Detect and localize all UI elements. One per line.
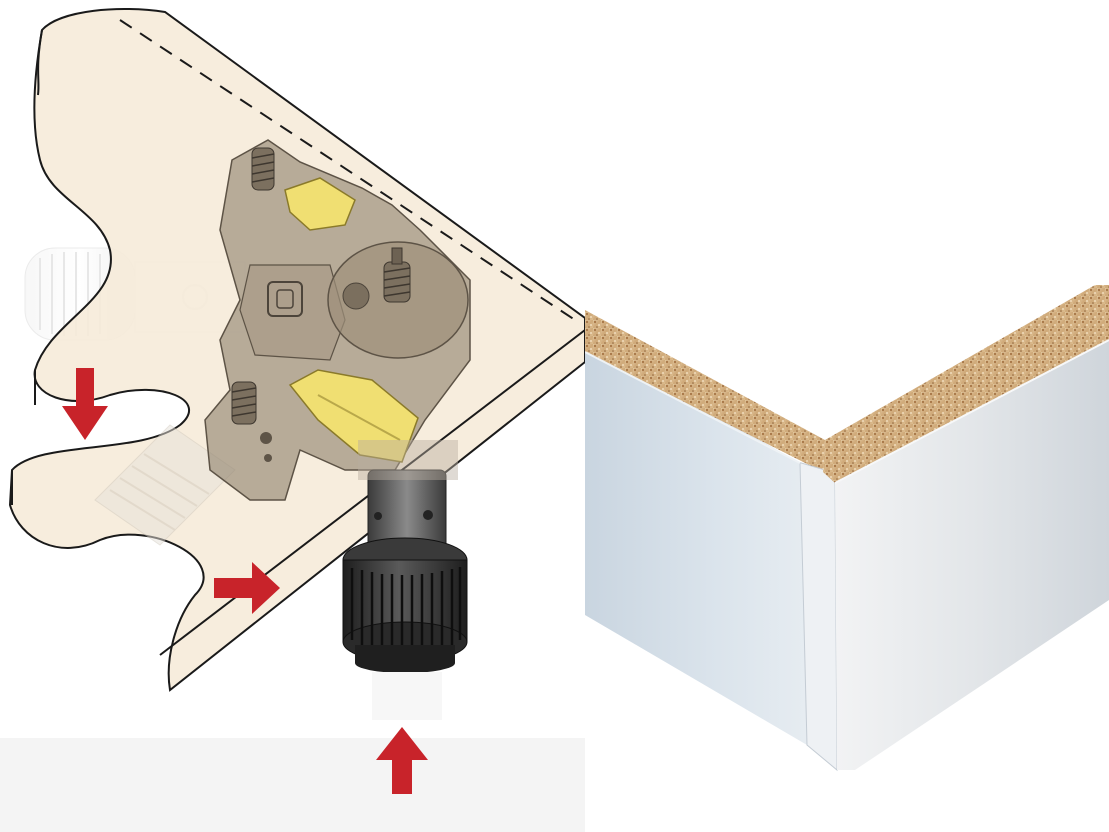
cabinet-left-side (585, 340, 807, 745)
arrow-right-icon (214, 562, 280, 614)
screw-top (251, 147, 275, 191)
arrow-up-icon (376, 727, 428, 794)
clip-lower (288, 369, 419, 463)
ghost-foot-lower (94, 424, 236, 546)
arrow-down-icon (62, 368, 108, 440)
clip-upper (284, 177, 356, 231)
floor-surface (0, 738, 585, 832)
screw-bottom (231, 381, 257, 425)
screw-right (383, 247, 411, 303)
chipboard-edge-left (585, 310, 825, 472)
cabinet-corner-illustration (585, 285, 1109, 772)
adjuster-mechanism (204, 139, 471, 501)
foot-stem (358, 440, 458, 561)
mounting-diagram (0, 8, 585, 832)
chipboard-edge-right (823, 285, 1109, 483)
floor-block (372, 672, 442, 720)
mounting-diagram-panel (0, 8, 585, 832)
leveling-foot (342, 537, 468, 673)
cabinet-corner-photo (585, 0, 1109, 832)
